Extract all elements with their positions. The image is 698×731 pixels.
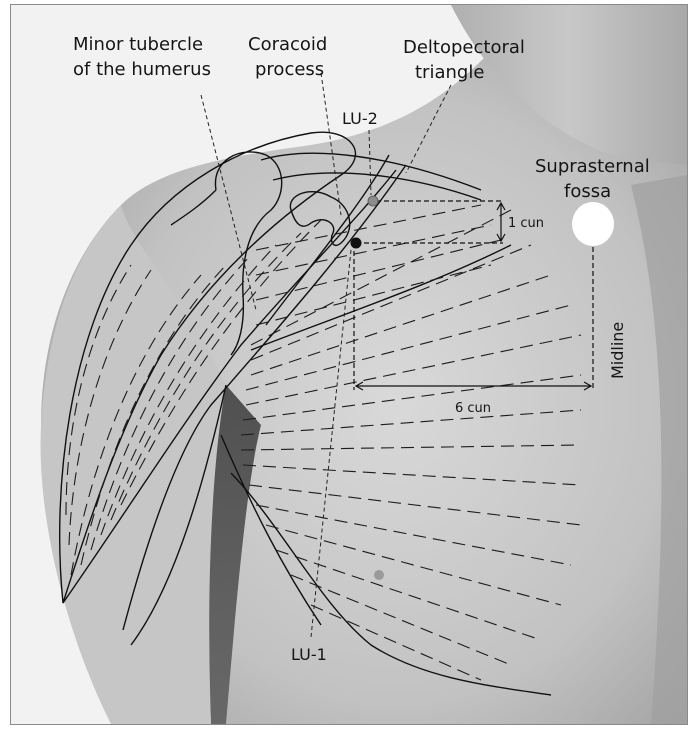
lu1-point <box>351 238 362 249</box>
one-cun-label: 1 cun <box>508 216 544 231</box>
nipple <box>374 570 384 580</box>
anatomy-figure: Minor tubercle of the humerus Coracoid p… <box>10 4 688 725</box>
lu2-point <box>368 196 378 206</box>
midline-label: Midline <box>608 322 627 379</box>
chest-shoulder-illustration: Minor tubercle of the humerus Coracoid p… <box>11 5 687 724</box>
lu1-label: LU-1 <box>291 645 327 664</box>
lu2-label: LU-2 <box>342 109 378 128</box>
suprasternal-fossa-marker <box>572 202 614 246</box>
six-cun-label: 6 cun <box>455 401 491 416</box>
